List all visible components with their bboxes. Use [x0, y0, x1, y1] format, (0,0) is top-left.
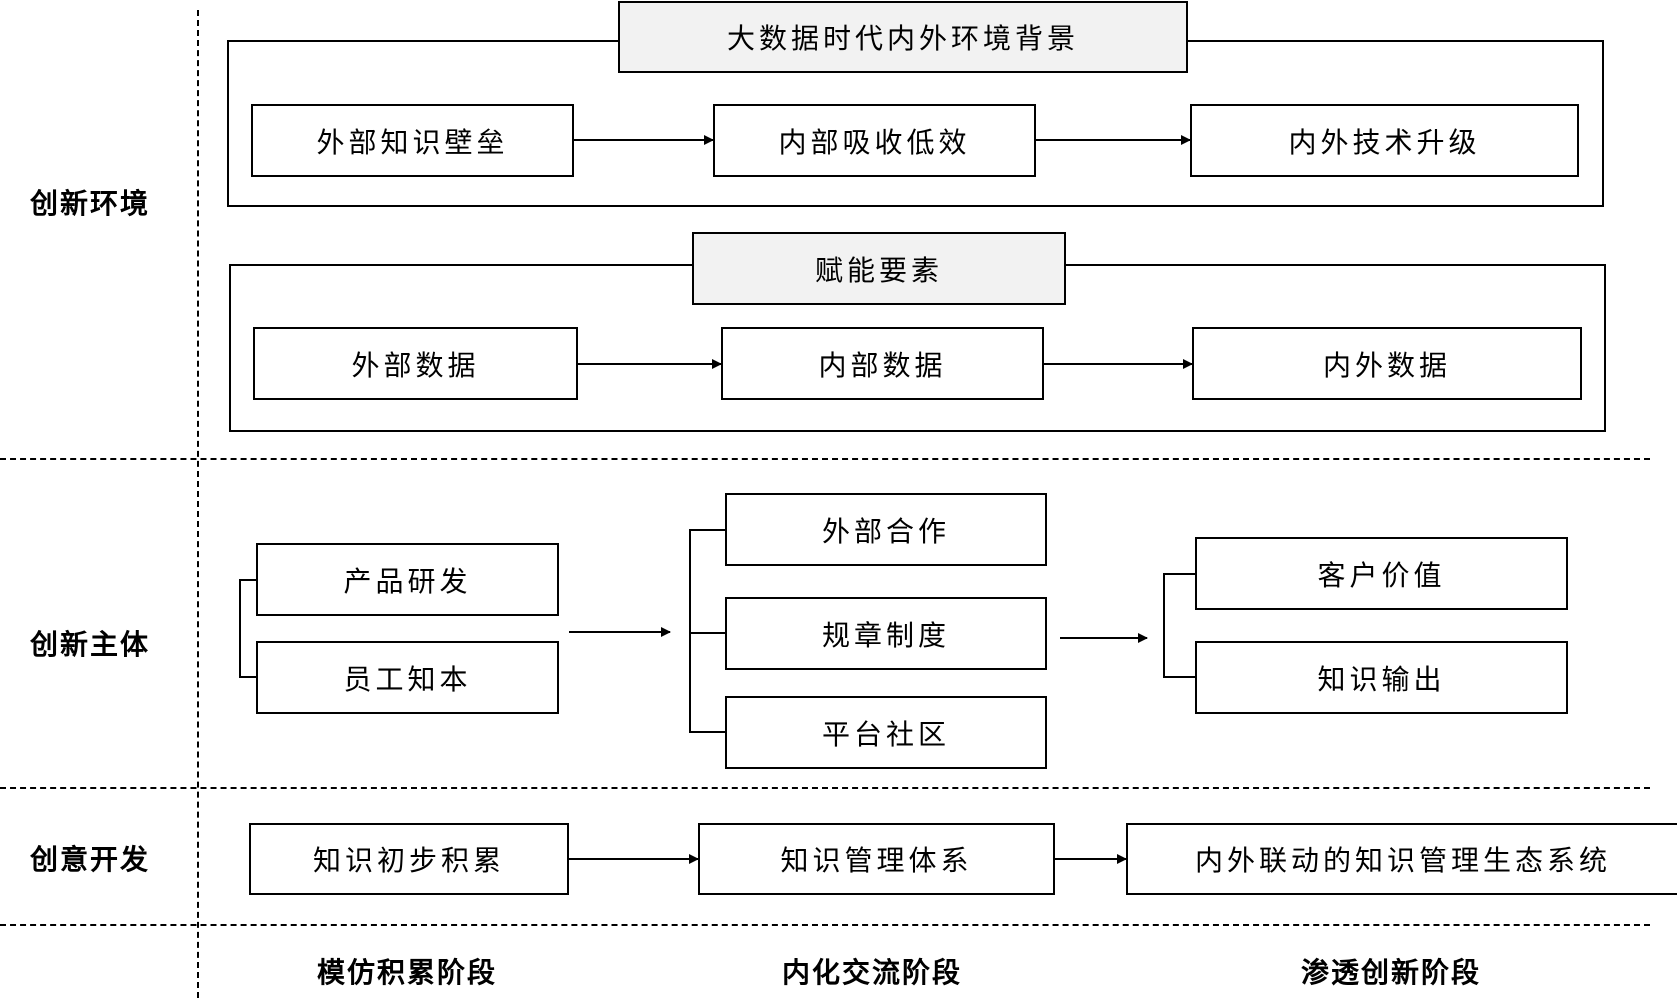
subject-stage2-item-2: 规章制度 [725, 597, 1047, 670]
subject-stage2-item-1: 外部合作 [725, 493, 1047, 566]
row-label-development: 创意开发 [30, 843, 151, 876]
bracket-stage3 [1163, 573, 1195, 678]
row-label-subject: 创新主体 [30, 628, 151, 661]
row-divider-3 [0, 924, 1650, 926]
development-item-2: 知识管理体系 [698, 823, 1055, 895]
development-item-1: 知识初步积累 [249, 823, 569, 895]
background-header: 大数据时代内外环境背景 [618, 1, 1188, 73]
stage-label-2: 内化交流阶段 [781, 956, 963, 989]
bracket-stage1 [239, 579, 256, 678]
stage-label-3: 渗透创新阶段 [1300, 956, 1482, 989]
bracket-stage2 [689, 529, 725, 733]
development-item-3: 内外联动的知识管理生态系统 [1126, 823, 1677, 895]
background-item-3: 内外技术升级 [1190, 104, 1579, 177]
enablers-item-2: 内部数据 [721, 327, 1044, 400]
subject-stage3-item-2: 知识输出 [1195, 641, 1568, 714]
subject-stage1-item-2: 员工知本 [256, 641, 559, 714]
row-divider-2 [0, 787, 1650, 789]
enablers-item-1: 外部数据 [253, 327, 578, 400]
subject-stage1-item-1: 产品研发 [256, 543, 559, 616]
subject-stage3-item-1: 客户价值 [1195, 537, 1568, 610]
row-divider-1 [0, 458, 1650, 460]
subject-stage2-item-3: 平台社区 [725, 696, 1047, 769]
background-item-1: 外部知识壁垒 [251, 104, 574, 177]
row-label-environment: 创新环境 [30, 187, 151, 220]
enablers-item-3: 内外数据 [1192, 327, 1582, 400]
vertical-divider [197, 10, 199, 998]
background-item-2: 内部吸收低效 [713, 104, 1036, 177]
stage-label-1: 模仿积累阶段 [316, 956, 498, 989]
enablers-header: 赋能要素 [692, 232, 1066, 305]
